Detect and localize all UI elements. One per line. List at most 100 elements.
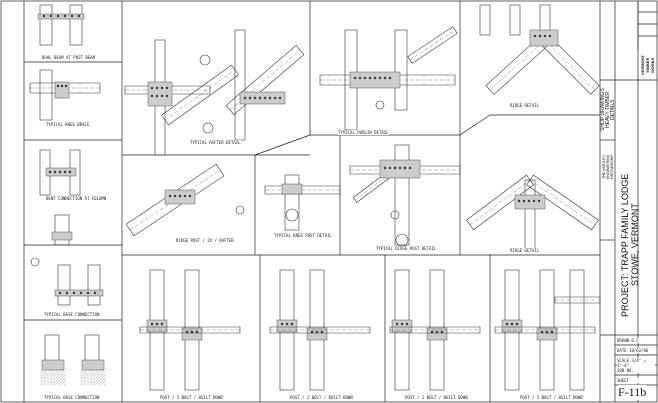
timber-member [225, 45, 305, 115]
steel-plate [81, 359, 105, 371]
hatch-line [79, 369, 84, 374]
hatch-line [39, 369, 47, 377]
steel-plate [501, 319, 523, 333]
center-line [489, 39, 546, 91]
bolt [395, 322, 399, 326]
steel-plate [536, 327, 558, 341]
detail-title-2: TYPICAL KNEE BRACE [46, 122, 90, 127]
bolt [79, 291, 83, 295]
bolt [403, 166, 407, 170]
bolt [60, 84, 64, 88]
company-line-3: WORKS [650, 57, 655, 73]
hatch-line [39, 369, 44, 374]
bolt [53, 170, 57, 174]
timber-member [526, 174, 599, 231]
bolt [42, 14, 46, 18]
info-label: SCALE [617, 358, 630, 363]
steel-plate [147, 81, 173, 107]
bolt [548, 34, 552, 38]
center-line [409, 29, 456, 61]
section-marker [202, 122, 214, 134]
bolt [280, 322, 284, 326]
bolt [86, 291, 90, 295]
bolt [63, 170, 67, 174]
info-label: JOB NO. [617, 368, 634, 373]
timber-member [161, 64, 239, 126]
bolt [155, 322, 159, 326]
section-marker [199, 54, 211, 66]
timber-member [269, 326, 371, 334]
hatch-line [63, 382, 67, 386]
bolt [538, 34, 542, 38]
bolt [310, 330, 314, 334]
bolt [253, 96, 257, 100]
bolt [440, 330, 444, 334]
project-line-2: STOWE, VERMONT [630, 203, 640, 287]
bolt [70, 14, 74, 18]
section-marker [30, 257, 40, 267]
detail-title-5: RIDGE DETAIL [510, 103, 539, 108]
timber-post [54, 214, 70, 246]
detail-title-15: POST / 2 BOLT / BUILT DOWN [405, 395, 468, 400]
timber-member [389, 326, 481, 334]
timber-post [479, 4, 491, 36]
bolt [543, 34, 547, 38]
timber-post [569, 269, 585, 391]
detail-title-3: TYPICAL RAFTER DETAIL [190, 140, 241, 145]
detail-title-13: POST / 2 BOLT / BUILT DOWN [160, 395, 223, 400]
bolt [358, 76, 362, 80]
bolt [93, 291, 97, 295]
hatch-line [79, 369, 96, 386]
timber-member [124, 85, 211, 95]
info-label: DRAWN [617, 338, 630, 343]
timber-member [554, 296, 601, 304]
section-marker [235, 205, 245, 215]
hatch-line [48, 369, 65, 386]
section-marker [285, 208, 299, 222]
hatch-line [100, 379, 107, 386]
hatch-line [45, 369, 62, 386]
info-row-date: DATE 10/02/06 [617, 348, 655, 353]
timber-member [349, 165, 461, 175]
timber-post [57, 264, 71, 306]
bolt [373, 76, 377, 80]
info-row-scale: SCALE 3/4" = 1'-0" [617, 358, 655, 368]
bolt [378, 76, 382, 80]
bolt [160, 322, 164, 326]
info-row-drawn: DRAWN D.F. [617, 338, 655, 343]
bolt [285, 322, 289, 326]
bolt [168, 194, 172, 198]
timber-member [264, 185, 341, 195]
hatch-line [91, 370, 107, 386]
bolt [263, 96, 267, 100]
detail-title-10: RIDGE DETAIL [510, 248, 539, 253]
bolt [160, 86, 164, 90]
firm-line-3: PARTNERSHIP [610, 154, 614, 180]
bolt [537, 199, 541, 203]
bolt [58, 291, 62, 295]
steel-plate [281, 183, 303, 195]
info-value: D.F. [631, 338, 642, 343]
bolt [368, 76, 372, 80]
steel-plate [391, 319, 413, 333]
detail-title-7: RIDGE POST / 2X / RAFTER [176, 238, 234, 243]
bolt [48, 170, 52, 174]
hatch-line [79, 369, 90, 380]
section-marker [395, 233, 409, 247]
detail-title-14: POST / 2 BOLT / BUILT DOWN [290, 395, 353, 400]
bolt [505, 322, 509, 326]
detail-title-8: TYPICAL KNEE POST DETAIL [274, 233, 332, 238]
steel-plate [426, 327, 448, 341]
bolt [527, 199, 531, 203]
bolt [165, 86, 169, 90]
hatch-line [60, 379, 67, 386]
hatch-line [79, 369, 87, 377]
steel-plate [146, 319, 168, 333]
bolt [290, 322, 294, 326]
steel-plate [51, 231, 73, 241]
bolt [268, 96, 272, 100]
bolt [243, 96, 247, 100]
bolt [278, 96, 282, 100]
bolt [408, 166, 412, 170]
